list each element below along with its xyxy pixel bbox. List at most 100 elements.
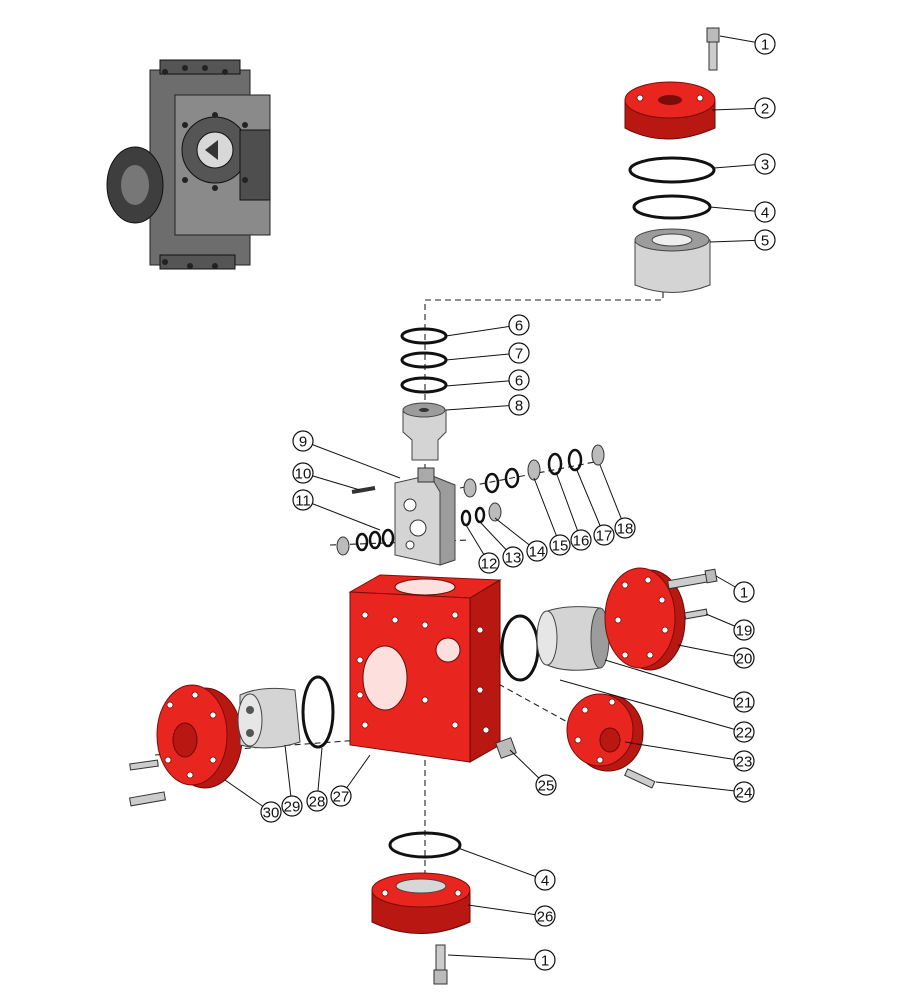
callout-11: 11 — [292, 489, 381, 531]
bottom-bolt — [433, 944, 448, 985]
callout-circle — [292, 462, 314, 484]
callout-15: 15 — [533, 477, 571, 556]
callout-circle — [733, 647, 755, 669]
callout-number: 29 — [284, 799, 301, 816]
callout-number: 1 — [541, 953, 549, 970]
callout-circle — [593, 524, 615, 546]
callout-29: 29 — [281, 744, 303, 817]
callout-1: 1 — [715, 575, 755, 603]
main-housing-block — [348, 574, 502, 763]
o-ring-6b — [400, 376, 448, 394]
callout-number: 1 — [761, 37, 769, 54]
callout-13: 13 — [479, 521, 524, 568]
callout-24: 24 — [655, 781, 755, 803]
callout-1: 1 — [447, 949, 556, 971]
callout-26: 26 — [467, 904, 556, 927]
left-piston-29 — [237, 687, 301, 749]
leader-line — [467, 904, 546, 917]
callout-7: 7 — [445, 342, 530, 364]
top-bolt — [706, 27, 720, 71]
callout-number: 18 — [617, 521, 634, 538]
bottom-cover-26 — [371, 872, 471, 934]
callout-circle — [733, 619, 755, 641]
callout-circle — [306, 790, 328, 812]
callout-number: 6 — [515, 318, 523, 335]
callout-number: 23 — [736, 754, 753, 771]
callout-number: 24 — [736, 785, 753, 802]
callout-circle — [733, 781, 755, 803]
assembled-housing-photo — [106, 59, 271, 270]
callout-19: 19 — [705, 613, 755, 641]
callout-circle — [754, 33, 776, 55]
callout-number: 17 — [596, 528, 613, 545]
right-piston-21 — [536, 606, 610, 671]
callout-circle — [330, 785, 352, 807]
callout-number: 4 — [761, 205, 769, 222]
callout-circle — [534, 905, 556, 927]
leader-line — [533, 477, 561, 546]
callout-number: 13 — [505, 550, 522, 567]
callout-12: 12 — [465, 524, 500, 574]
leader-line — [302, 499, 381, 531]
side-flange-23 — [566, 693, 644, 772]
callout-18: 18 — [599, 464, 636, 539]
right-seal-stack-lower — [460, 502, 502, 527]
callout-number: 3 — [761, 157, 769, 174]
o-ring-7 — [400, 351, 448, 369]
fitting-25 — [495, 737, 517, 759]
callout-4: 4 — [709, 201, 776, 223]
callout-number: 28 — [309, 794, 326, 811]
callout-circle — [733, 691, 755, 713]
o-ring-22 — [500, 614, 540, 682]
leader-line — [655, 781, 745, 793]
callout-8: 8 — [445, 394, 530, 416]
small-piston-8 — [402, 402, 447, 461]
callout-number: 10 — [295, 466, 312, 483]
callout-circle — [508, 369, 530, 391]
callout-circle — [281, 795, 303, 817]
callout-number: 12 — [481, 556, 498, 573]
callout-number: 19 — [736, 623, 753, 640]
callout-circle — [754, 201, 776, 223]
callout-23: 23 — [624, 741, 755, 772]
callout-circle — [733, 581, 755, 603]
callout-circle — [508, 342, 530, 364]
callout-number: 5 — [761, 233, 769, 250]
leader-line — [302, 440, 401, 479]
callout-number: 26 — [537, 909, 554, 926]
leader-line — [624, 741, 745, 762]
callout-14: 14 — [494, 517, 548, 562]
callout-30: 30 — [224, 779, 282, 823]
right-end-flange-20 — [604, 567, 686, 671]
callout-circle — [733, 721, 755, 743]
callout-27: 27 — [330, 754, 371, 807]
left-end-flange-30 — [156, 684, 243, 789]
callout-number: 11 — [295, 493, 311, 510]
callout-circle — [535, 774, 557, 796]
callout-6: 6 — [445, 369, 530, 391]
callout-circle — [508, 394, 530, 416]
callout-number: 15 — [552, 538, 569, 555]
callout-circle — [292, 489, 314, 511]
callout-number: 27 — [333, 789, 350, 806]
callout-circle — [733, 750, 755, 772]
callout-number: 8 — [515, 398, 523, 415]
callout-28: 28 — [306, 747, 328, 812]
callout-circle — [502, 546, 524, 568]
top-cover-flange — [624, 81, 716, 140]
callout-17: 17 — [575, 467, 615, 546]
leader-line — [445, 324, 520, 337]
callout-number: 25 — [538, 778, 555, 795]
left-bolts — [128, 759, 167, 807]
callout-circle — [478, 552, 500, 574]
top-o-ring-4 — [632, 194, 712, 220]
callout-3: 3 — [713, 153, 776, 175]
callout-circle — [754, 229, 776, 251]
callout-6: 6 — [445, 314, 530, 337]
o-ring-6a — [400, 327, 448, 345]
callout-circle — [526, 540, 548, 562]
callout-5: 5 — [709, 229, 776, 251]
callout-circle — [292, 430, 314, 452]
leader-line — [599, 464, 626, 529]
